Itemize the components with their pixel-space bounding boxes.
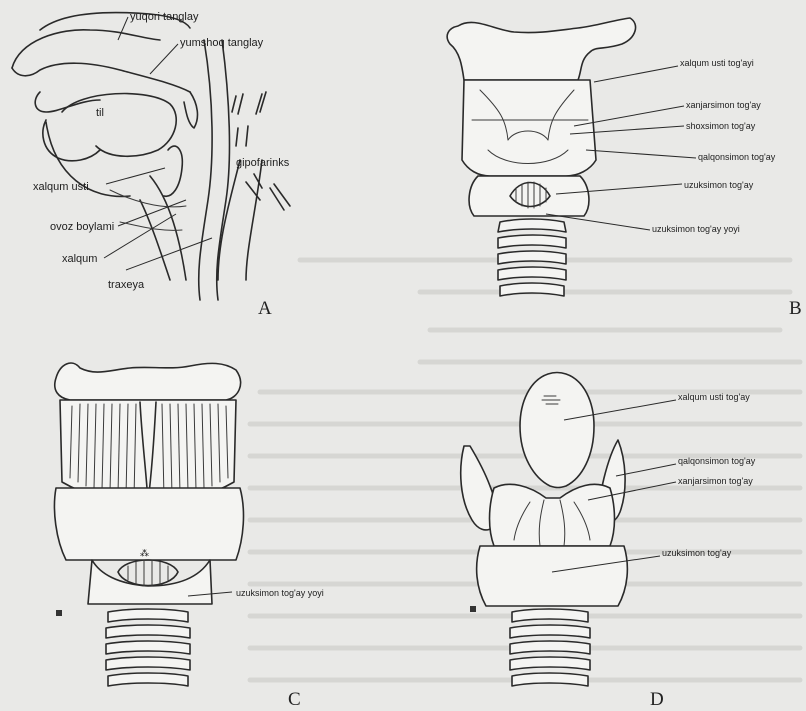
label-traxeya: traxeya xyxy=(108,279,145,291)
label-d-xanjarsimon-togay: xanjarsimon tog'ay xyxy=(678,476,753,486)
bullet-mark-d xyxy=(470,606,476,612)
label-d-xalqum-usti-togay: xalqum usti tog'ay xyxy=(678,392,750,402)
label-d-uzuksimon-togay: uzuksimon tog'ay xyxy=(662,548,732,558)
panel-b-larynx-anterior xyxy=(447,18,635,296)
label-b-uzuksimon-togay: uzuksimon tog'ay xyxy=(684,180,754,190)
panel-a-labels: yuqori tanglay yumshoq tanglay til gipof… xyxy=(33,11,290,291)
label-b-uzuksimon-togay-yoyi: uzuksimon tog'ay yoyi xyxy=(652,224,740,234)
label-xalqum-usti: xalqum usti xyxy=(33,181,89,193)
label-til: til xyxy=(96,107,104,119)
label-gipofarinks: gipofarinks xyxy=(236,157,290,169)
panel-d-larynx-posterior xyxy=(461,373,628,687)
label-yumshoq-tanglay: yumshoq tanglay xyxy=(180,37,264,49)
label-b-xalqum-usti-togayi: xalqum usti tog'ayi xyxy=(680,58,754,68)
panel-letter-d: D xyxy=(650,689,664,710)
label-c-uzuksimon-togay-yoyi: uzuksimon tog'ay yoyi xyxy=(236,588,324,598)
label-b-xanjarsimon-togay: xanjarsimon tog'ay xyxy=(686,100,761,110)
label-ovoz-boylami: ovoz boylami xyxy=(50,221,114,233)
label-b-shoxsimon-togay: shoxsimon tog'ay xyxy=(686,121,756,131)
panel-letter-a: A xyxy=(258,298,272,319)
panel-c-larynx-anterior: ⁂ xyxy=(54,363,243,686)
label-yuqori-tanglay: yuqori tanglay xyxy=(130,11,199,23)
panel-letter-b: B xyxy=(789,298,802,319)
label-xalqum: xalqum xyxy=(62,253,97,265)
label-b-qalqonsimon-togay: qalqonsimon tog'ay xyxy=(698,152,776,162)
label-d-qalqonsimon-togay: qalqonsimon tog'ay xyxy=(678,456,756,466)
bullet-mark xyxy=(56,610,62,616)
panel-letter-c: C xyxy=(288,689,301,710)
small-mark: ⁂ xyxy=(140,548,149,558)
